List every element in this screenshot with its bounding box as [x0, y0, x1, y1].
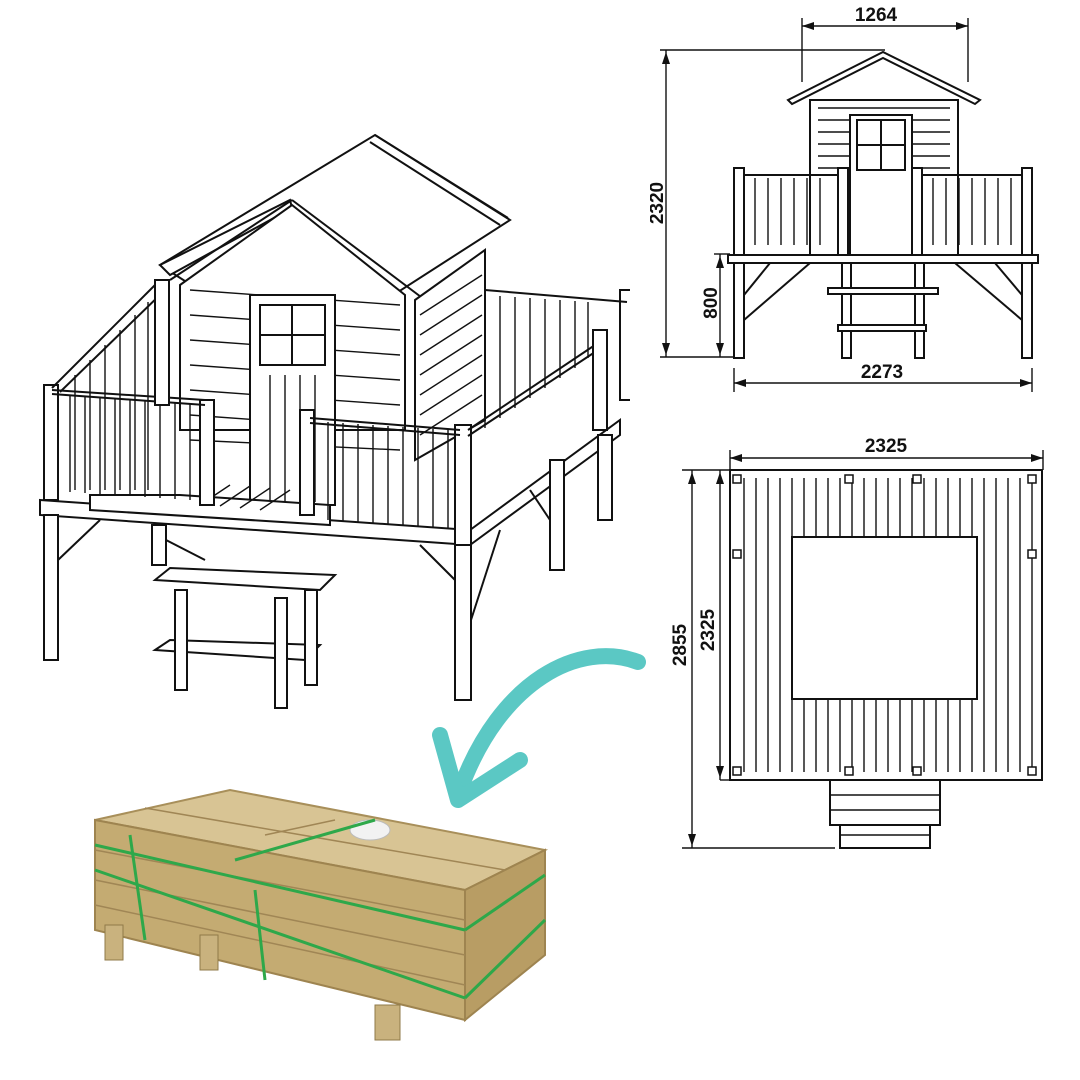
dim-total-width: 2273 — [861, 362, 903, 383]
package-photo — [85, 780, 555, 1050]
dim-platform-height: 800 — [701, 287, 722, 319]
top-view: 2325 2855 2325 — [660, 430, 1080, 860]
dim-total-depth: 2855 — [670, 623, 691, 666]
dim-platform-depth: 2325 — [698, 608, 719, 651]
dim-total-height: 2320 — [650, 182, 668, 224]
isometric-playhouse-drawing — [39, 133, 630, 709]
front-elevation-drawing: 1264 2320 800 2273 — [650, 5, 1039, 392]
packed-wooden-crate — [94, 788, 549, 1041]
arrow-icon — [432, 648, 646, 808]
curved-arrow — [430, 640, 660, 820]
isometric-view — [30, 130, 630, 710]
front-view: 1264 2320 800 2273 — [650, 0, 1080, 400]
dim-house-width: 1264 — [855, 5, 898, 26]
dim-platform-width: 2325 — [865, 436, 908, 457]
top-plan-drawing: 2325 2855 2325 — [670, 436, 1044, 849]
house-footprint — [791, 536, 978, 700]
